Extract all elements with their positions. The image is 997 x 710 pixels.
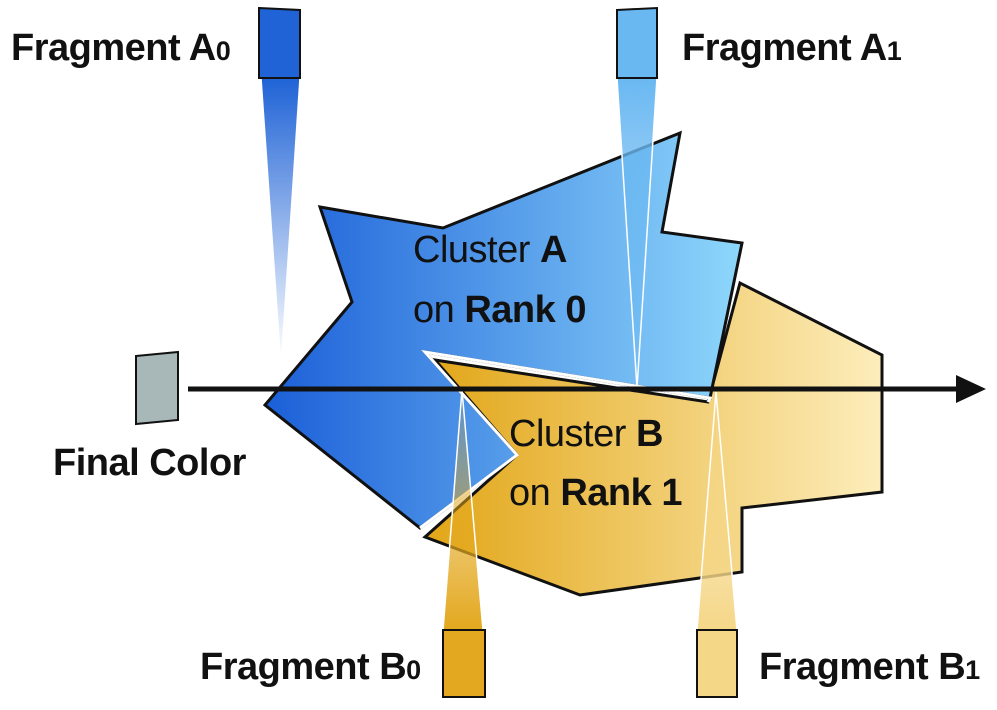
cluster-a-label: Cluster A	[413, 229, 567, 271]
cluster-b-label: Cluster B	[509, 413, 663, 455]
fragment-b0-block	[442, 629, 486, 698]
fragment-a1-subscript: 1	[886, 36, 902, 66]
fragment-b0-label: Fragment B0	[200, 646, 421, 688]
fragment-a0-beam	[260, 77, 301, 369]
fragment-a0-label: Fragment A0	[11, 27, 231, 69]
fragment-a1-block	[616, 6, 658, 79]
fragment-a1-label: Fragment A1	[682, 27, 902, 69]
cluster-a-rank-label: on Rank 0	[413, 289, 586, 331]
fragment-b1-subscript: 1	[965, 655, 980, 685]
ray-arrowhead	[956, 375, 986, 403]
cluster-seam	[419, 349, 713, 530]
fragment-a0-block	[258, 6, 301, 79]
fragment-b1-block	[696, 629, 738, 698]
fragment-a0-subscript: 0	[215, 36, 231, 66]
final-color-label: Final Color	[53, 442, 246, 484]
cluster-b-rank: Rank 1	[560, 472, 682, 514]
cluster-a-id: A	[539, 229, 567, 271]
cluster-b-rank-label: on Rank 1	[509, 472, 682, 514]
cluster-a-rank: Rank 0	[464, 289, 586, 331]
final-color-swatch	[135, 350, 179, 426]
fragment-b0-subscript: 0	[406, 655, 421, 685]
fragment-b1-label: Fragment B1	[759, 646, 980, 688]
cluster-b-id: B	[635, 413, 663, 455]
